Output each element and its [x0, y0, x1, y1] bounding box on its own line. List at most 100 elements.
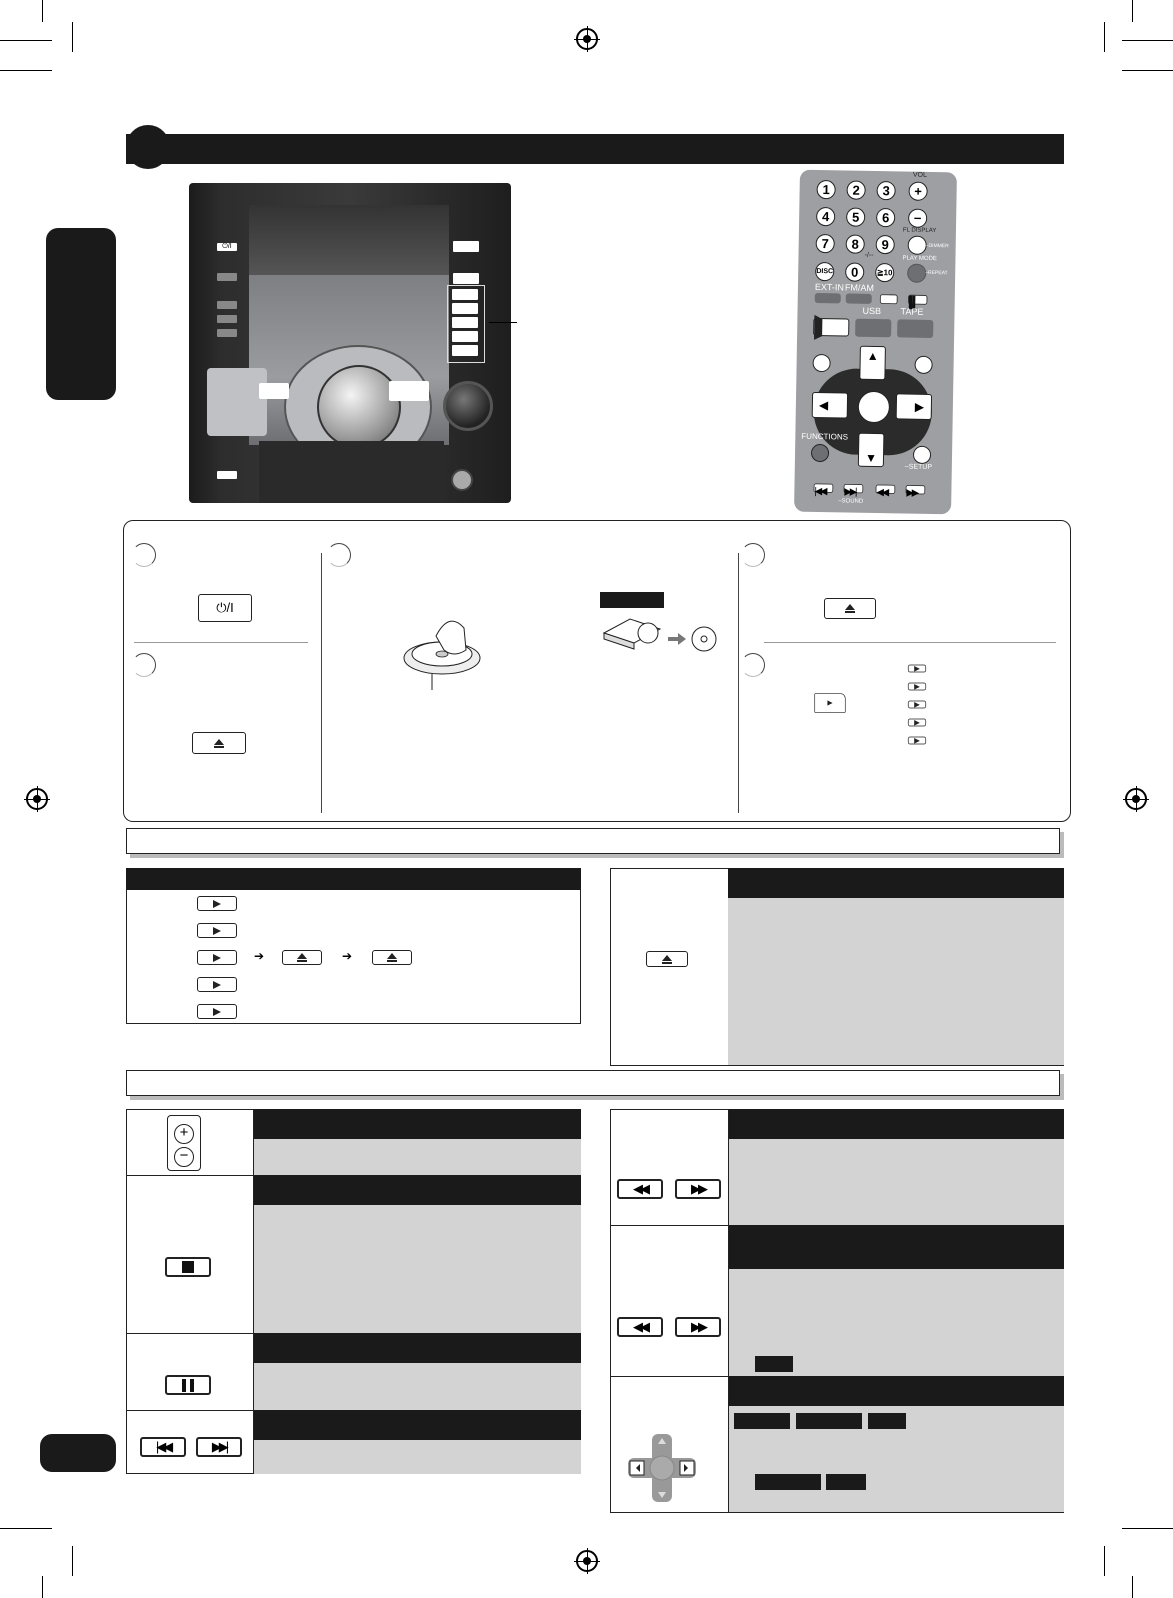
unit-button	[217, 273, 237, 281]
remote-number-1-button: 1	[816, 179, 836, 200]
remote-play-mode-label: PLAY MODE	[902, 255, 937, 263]
remote-ext-in-button	[814, 292, 841, 304]
search-rewind-button	[617, 1179, 663, 1199]
volume-row-body	[253, 1139, 581, 1175]
crop-mark	[1104, 1546, 1105, 1576]
disc-selection-table	[126, 868, 581, 1024]
crop-mark	[1122, 1528, 1173, 1529]
step-number-badge	[327, 543, 351, 567]
table-disc-4-button	[197, 977, 237, 992]
remote-number-4-button: 4	[816, 206, 836, 227]
remote-vol-label: VOL	[912, 171, 927, 179]
remote-number-9-button: 9	[875, 234, 895, 255]
column-divider	[738, 553, 739, 813]
panel-power-button: ⏻/I	[198, 594, 252, 622]
remote-number-5-button: 5	[846, 207, 866, 227]
remote-setup-button	[912, 445, 932, 464]
pause-row-header	[253, 1333, 581, 1363]
crop-mark	[42, 0, 43, 22]
pause-button	[165, 1375, 211, 1395]
remote-fm-am-button	[845, 293, 872, 304]
disc-loading-illustration	[403, 620, 481, 690]
skip-forward-button	[196, 1437, 242, 1457]
section-title-bar	[126, 134, 1064, 164]
panel-disc-4-button	[907, 718, 927, 727]
crop-mark	[1104, 22, 1105, 52]
unit-button	[217, 315, 237, 323]
remote-functions-label: FUNCTIONS	[801, 431, 849, 442]
disc-adapter-illustration	[602, 618, 717, 652]
skip-row-header	[253, 1410, 581, 1440]
unit-disc-1-button	[452, 289, 478, 300]
table-header	[126, 868, 581, 890]
unit-display	[249, 205, 449, 275]
remote-rewind-button	[875, 484, 896, 494]
unit-usb-panel	[207, 368, 267, 436]
remote-sound-label: –SOUND	[838, 498, 864, 505]
slow-forward-button	[675, 1317, 721, 1337]
panel-disc-2-button	[907, 682, 927, 691]
remote-number-3-button: 3	[876, 180, 896, 201]
remote-dash-label: -/--	[864, 251, 874, 259]
unit-lower-panel	[259, 441, 444, 503]
arrow-icon: ➔	[342, 949, 353, 963]
slow-play-row-header	[728, 1225, 1064, 1269]
step-number-badge	[132, 543, 156, 567]
note-tag	[826, 1474, 866, 1490]
remote-volume-up-button: +	[908, 181, 928, 201]
table-disc-1-button	[197, 896, 237, 911]
panel-disc-5-button	[907, 736, 927, 745]
remote-disc-button: DISC	[815, 261, 835, 282]
callout-line	[489, 322, 517, 323]
table-eject-button	[372, 950, 412, 965]
remote-down-button: ▼	[857, 432, 885, 468]
remote-top-left-button	[812, 353, 831, 373]
stop-row-body	[253, 1205, 581, 1333]
table-disc-2-button	[197, 923, 237, 938]
crop-mark	[0, 70, 52, 71]
search-row-header	[728, 1109, 1064, 1139]
eject-info-body	[728, 898, 1064, 1065]
remote-top-right-button	[914, 355, 933, 374]
unit-front-panel-illustration: ⏻/I	[189, 183, 511, 503]
unit-button	[217, 329, 237, 337]
unit-volume-dial	[317, 365, 401, 449]
crop-mark	[1132, 1576, 1133, 1598]
unit-disc-4-button	[452, 331, 478, 342]
note-tag	[868, 1413, 906, 1429]
crop-mark	[1132, 0, 1133, 22]
remote-play-button	[813, 317, 850, 337]
remote-ext-in-label: EXT-IN	[814, 281, 845, 293]
unit-disc-2-button	[452, 303, 478, 314]
remote-up-button: ▲	[859, 345, 886, 381]
unit-open-close-button	[453, 273, 479, 284]
crop-mark	[72, 1546, 73, 1576]
note-tag	[796, 1413, 862, 1429]
remote-stop-button	[879, 294, 898, 305]
column-divider	[321, 553, 322, 813]
remote-number-2-button: 2	[846, 180, 866, 200]
remote-functions-button	[810, 443, 830, 463]
crop-mark	[1122, 40, 1173, 41]
note-tag	[755, 1474, 821, 1490]
registration-mark-icon	[574, 1548, 600, 1574]
row-divider	[764, 642, 1056, 643]
remote-number-7-button: 7	[815, 233, 835, 254]
unit-eject-button	[217, 471, 237, 479]
steps-panel: ⏻/I	[123, 520, 1071, 822]
row-divider	[134, 642, 308, 643]
stop-button	[165, 1257, 211, 1277]
table-disc-3-button	[197, 950, 237, 965]
step-number-badge	[132, 653, 156, 677]
slow-rewind-button	[617, 1317, 663, 1337]
remote-number-6-button: 6	[876, 207, 896, 228]
panel-eject-button	[192, 732, 246, 754]
registration-mark-icon	[1123, 786, 1149, 812]
panel-disc-1-button	[907, 664, 927, 673]
pause-row-body	[253, 1363, 581, 1410]
remote-volume-down-button: −	[908, 208, 928, 228]
remote-control-illustration: 1 2 3 4 5 6 7 8 9 0 DISC ≧10 -/-- + − VO…	[794, 169, 957, 515]
skip-row-body	[253, 1440, 581, 1474]
crop-mark	[0, 1528, 52, 1529]
unit-button	[217, 301, 237, 309]
